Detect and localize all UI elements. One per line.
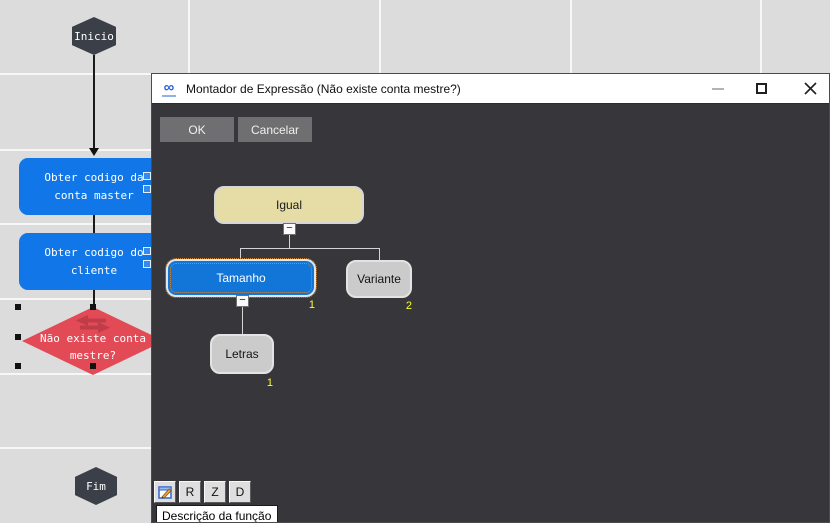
edit-note-icon (157, 485, 172, 499)
selection-handle[interactable] (90, 304, 96, 310)
close-button[interactable] (798, 74, 822, 103)
node-port-icon (143, 172, 151, 180)
node-port-icon (143, 260, 151, 268)
app-logo-icon: ∞ (162, 78, 176, 97)
tree-connector (240, 248, 241, 259)
expression-builder-dialog: ∞ Montador de Expressão (Não existe cont… (151, 73, 830, 523)
flow-node-step1[interactable]: Obter codigo da conta master (19, 158, 169, 215)
maximize-button[interactable] (749, 74, 773, 103)
tree-connector (242, 307, 243, 334)
arrowhead-icon (89, 148, 99, 156)
node-port-icon (143, 185, 151, 193)
minimize-button[interactable] (706, 74, 730, 103)
minimize-icon (712, 87, 724, 90)
tooltip: Descrição da função (156, 505, 279, 522)
end-label: Fim (86, 479, 106, 493)
tree-node-tamanho[interactable]: Tamanho (165, 258, 317, 298)
dialog-titlebar[interactable]: ∞ Montador de Expressão (Não existe cont… (152, 74, 829, 104)
maximize-icon (755, 83, 767, 94)
cancel-button[interactable]: Cancelar (238, 117, 312, 142)
tree-node-variante[interactable]: Variante (346, 260, 412, 298)
selection-handle[interactable] (90, 363, 96, 369)
tree-connector (240, 248, 380, 249)
selection-handle[interactable] (15, 363, 21, 369)
flow-node-step2[interactable]: Obter codigo do cliente (19, 233, 169, 290)
tree-node-letras[interactable]: Letras (210, 334, 274, 374)
toolbar-button-r[interactable]: R (179, 481, 201, 503)
decision-label: Não existe conta mestre? (40, 332, 146, 362)
selection-handle[interactable] (15, 304, 21, 310)
minus-icon: − (239, 294, 246, 306)
minus-icon: − (286, 222, 293, 234)
dialog-title: Montador de Expressão (Não existe conta … (186, 81, 461, 96)
step2-label: Obter codigo do cliente (44, 245, 144, 277)
selection-handle[interactable] (15, 334, 21, 340)
start-label: Inicio (74, 29, 114, 43)
tree-node-label: Igual (275, 198, 303, 212)
tree-node-label: Tamanho (216, 271, 266, 285)
node-order-badge: 2 (405, 300, 412, 312)
tree-node-label: Variante (357, 272, 401, 286)
connector (93, 55, 95, 150)
connector (93, 215, 95, 233)
tree-node-label: Letras (225, 347, 259, 361)
ok-button[interactable]: OK (160, 117, 234, 142)
description-button[interactable] (154, 481, 176, 503)
collapse-toggle[interactable]: − (283, 223, 296, 235)
collapse-toggle[interactable]: − (236, 295, 249, 307)
connector (93, 290, 95, 308)
tree-connector (379, 248, 380, 260)
node-order-badge: 1 (266, 377, 273, 389)
node-port-icon (143, 247, 151, 255)
tree-node-igual[interactable]: Igual (214, 186, 364, 224)
toolbar-button-d[interactable]: D (229, 481, 251, 503)
node-order-badge: 1 (308, 299, 315, 311)
close-icon (803, 82, 817, 95)
step1-label: Obter codigo da conta master (44, 170, 144, 202)
flow-node-start[interactable]: Inicio (72, 17, 116, 55)
flow-node-end[interactable]: Fim (75, 467, 117, 505)
toolbar-button-z[interactable]: Z (204, 481, 226, 503)
swap-arrows-icon (76, 315, 110, 333)
tree-connector (289, 235, 290, 248)
